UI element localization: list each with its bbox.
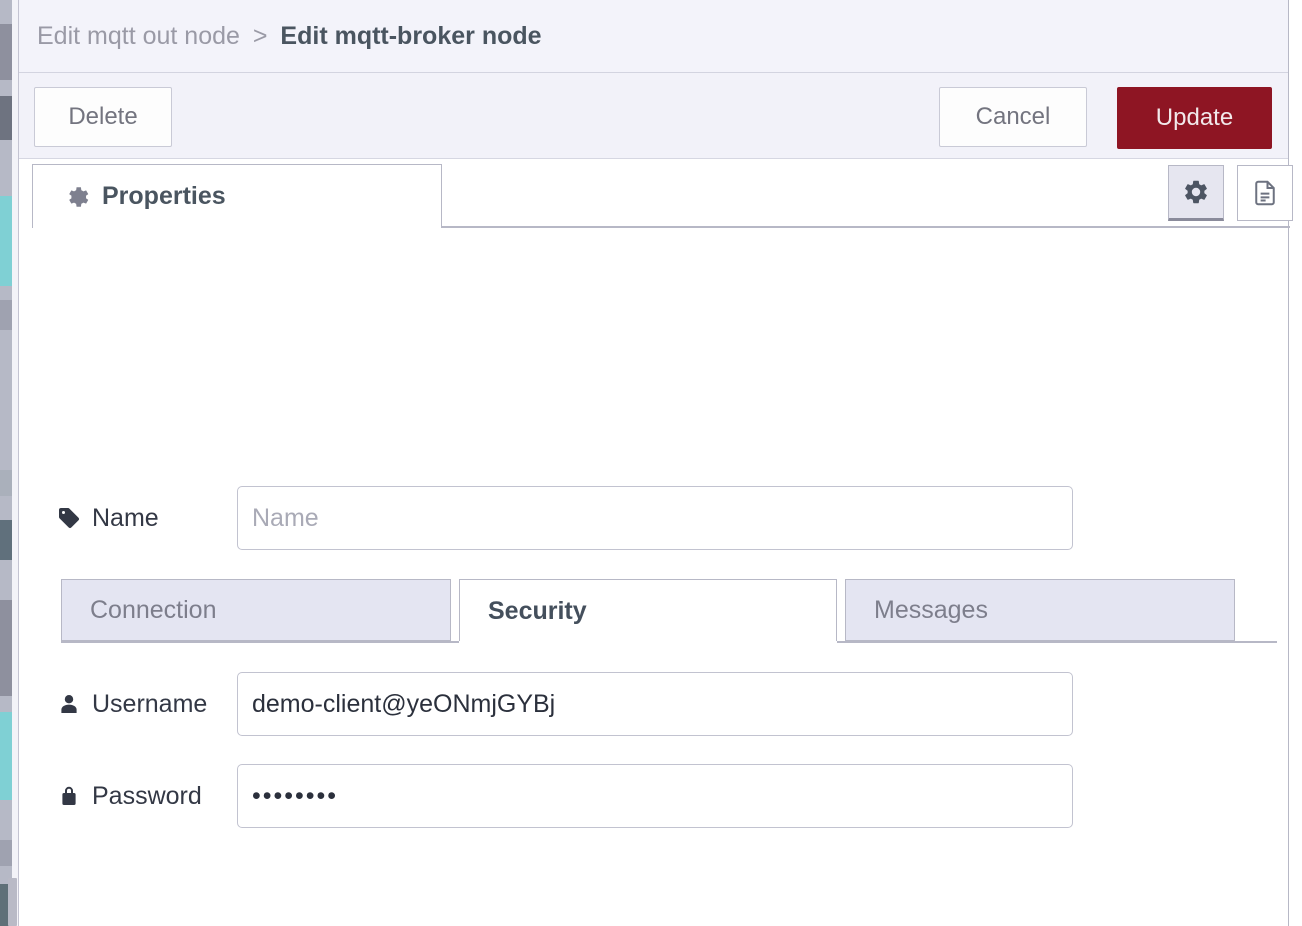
description-tool-button[interactable] xyxy=(1237,165,1293,221)
name-input[interactable] xyxy=(237,486,1073,550)
gear-tool-button[interactable] xyxy=(1168,165,1224,221)
gear-icon xyxy=(1182,178,1210,206)
dialog-header: Edit mqtt out node > Edit mqtt-broker no… xyxy=(19,0,1288,73)
subtab-messages[interactable]: Messages xyxy=(845,579,1235,641)
breadcrumb: Edit mqtt out node > Edit mqtt-broker no… xyxy=(37,22,542,51)
palette-node-item xyxy=(0,96,12,140)
password-input[interactable] xyxy=(237,764,1073,828)
editor-canvas-backdrop xyxy=(0,0,22,926)
breadcrumb-separator: > xyxy=(252,21,268,50)
subtab-connection-label: Connection xyxy=(90,595,217,624)
subtab-underline-gap xyxy=(459,641,837,643)
username-input[interactable] xyxy=(237,672,1073,736)
username-label-text: Username xyxy=(92,689,208,718)
tab-row: Properties xyxy=(19,159,1293,228)
description-icon xyxy=(1250,178,1280,208)
tab-underline xyxy=(442,226,1290,228)
tag-icon xyxy=(57,506,81,530)
palette-node-item xyxy=(0,24,12,80)
subtab-row: Connection Security Messages xyxy=(19,579,1290,647)
username-label: Username xyxy=(19,690,237,719)
form-row-username: Username xyxy=(19,672,1073,736)
lock-icon xyxy=(57,784,81,808)
palette-node-item xyxy=(0,520,12,560)
breadcrumb-current: Edit mqtt-broker node xyxy=(280,21,542,50)
update-button[interactable]: Update xyxy=(1117,87,1272,149)
subtab-security[interactable]: Security xyxy=(459,579,837,643)
breadcrumb-parent[interactable]: Edit mqtt out node xyxy=(37,21,240,50)
name-label: Name xyxy=(19,504,237,533)
name-label-text: Name xyxy=(92,503,159,532)
tab-properties-label: Properties xyxy=(102,182,226,210)
subtab-security-label: Security xyxy=(488,597,587,625)
canvas-scrollbar-thumb[interactable] xyxy=(8,878,17,926)
user-icon xyxy=(57,692,81,716)
password-label-text: Password xyxy=(92,781,202,810)
form-row-password: Password xyxy=(19,764,1073,828)
dialog-toolbar: Delete Cancel Update xyxy=(19,73,1288,159)
palette-node-item xyxy=(0,196,12,286)
delete-button[interactable]: Delete xyxy=(34,87,172,147)
cancel-button[interactable]: Cancel xyxy=(939,87,1087,147)
palette-node-item xyxy=(0,300,12,330)
subtab-messages-label: Messages xyxy=(874,595,988,624)
palette-node-item xyxy=(0,840,12,866)
palette-node-item xyxy=(0,600,12,696)
form-row-name: Name xyxy=(19,486,1073,550)
edit-node-dialog: Edit mqtt out node > Edit mqtt-broker no… xyxy=(18,0,1293,926)
palette-node-item xyxy=(0,712,12,800)
palette-node-item xyxy=(0,470,12,496)
subtab-connection[interactable]: Connection xyxy=(61,579,451,641)
gear-icon xyxy=(64,184,90,210)
password-label: Password xyxy=(19,782,237,811)
tab-properties[interactable]: Properties xyxy=(32,164,442,228)
